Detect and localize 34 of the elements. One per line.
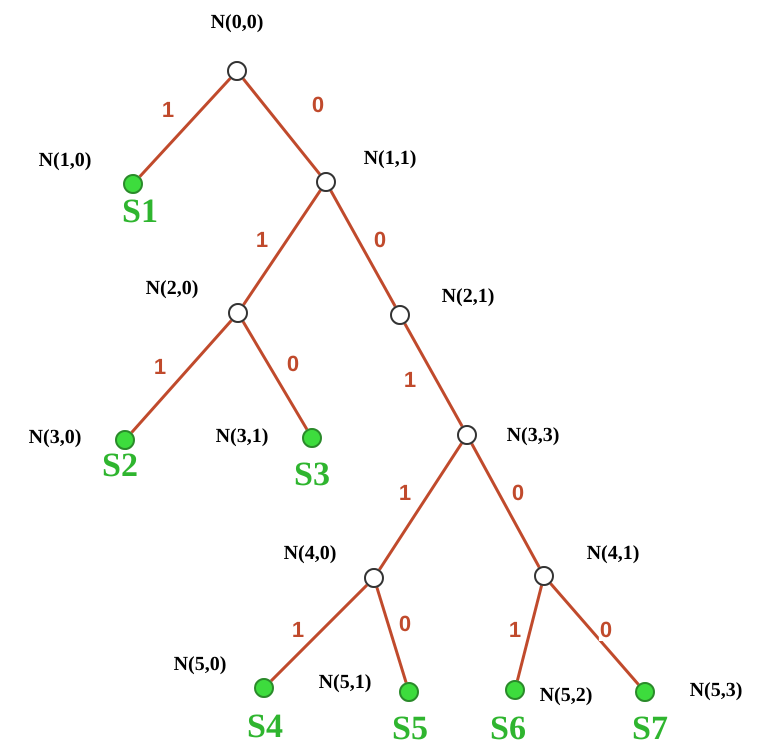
node-label: N(5,2) xyxy=(540,685,592,705)
tree-branch xyxy=(516,585,543,681)
node-label: N(4,0) xyxy=(284,543,336,563)
symbol-label: S1 xyxy=(122,195,158,229)
node-label: N(5,1) xyxy=(318,672,372,692)
tree-branch xyxy=(404,323,464,427)
tree-branch xyxy=(242,320,308,430)
node-label: N(3,1) xyxy=(216,426,268,446)
tree-branch xyxy=(242,78,321,176)
tree-branch xyxy=(270,584,368,682)
tree-branch xyxy=(470,443,541,568)
tree-branch xyxy=(138,77,232,178)
node-label: N(2,0) xyxy=(146,278,198,298)
symbol-label: S6 xyxy=(490,712,526,746)
tree-branch xyxy=(549,582,640,686)
symbol-label: S3 xyxy=(294,458,330,492)
tree-branch xyxy=(330,190,396,307)
node-label: N(2,1) xyxy=(442,286,494,306)
node-label: N(5,3) xyxy=(690,680,742,700)
symbol-label: S7 xyxy=(632,712,668,746)
tree-branch xyxy=(378,442,463,570)
symbol-label: S4 xyxy=(247,710,283,744)
node-label: N(1,0) xyxy=(38,150,92,170)
node-label: N(3,0) xyxy=(28,427,82,447)
symbol-label: S2 xyxy=(102,449,138,483)
edge-label: 0 xyxy=(598,619,614,641)
tree-branch xyxy=(130,319,232,434)
node-label: N(4,1) xyxy=(586,543,640,563)
node-label: N(1,1) xyxy=(364,148,416,168)
node-label: N(3,3) xyxy=(506,425,560,445)
symbol-label: S5 xyxy=(392,712,428,746)
tree-branch xyxy=(376,587,408,683)
node-label: N(5,0) xyxy=(174,654,226,674)
node-label: N(0,0) xyxy=(210,12,264,32)
